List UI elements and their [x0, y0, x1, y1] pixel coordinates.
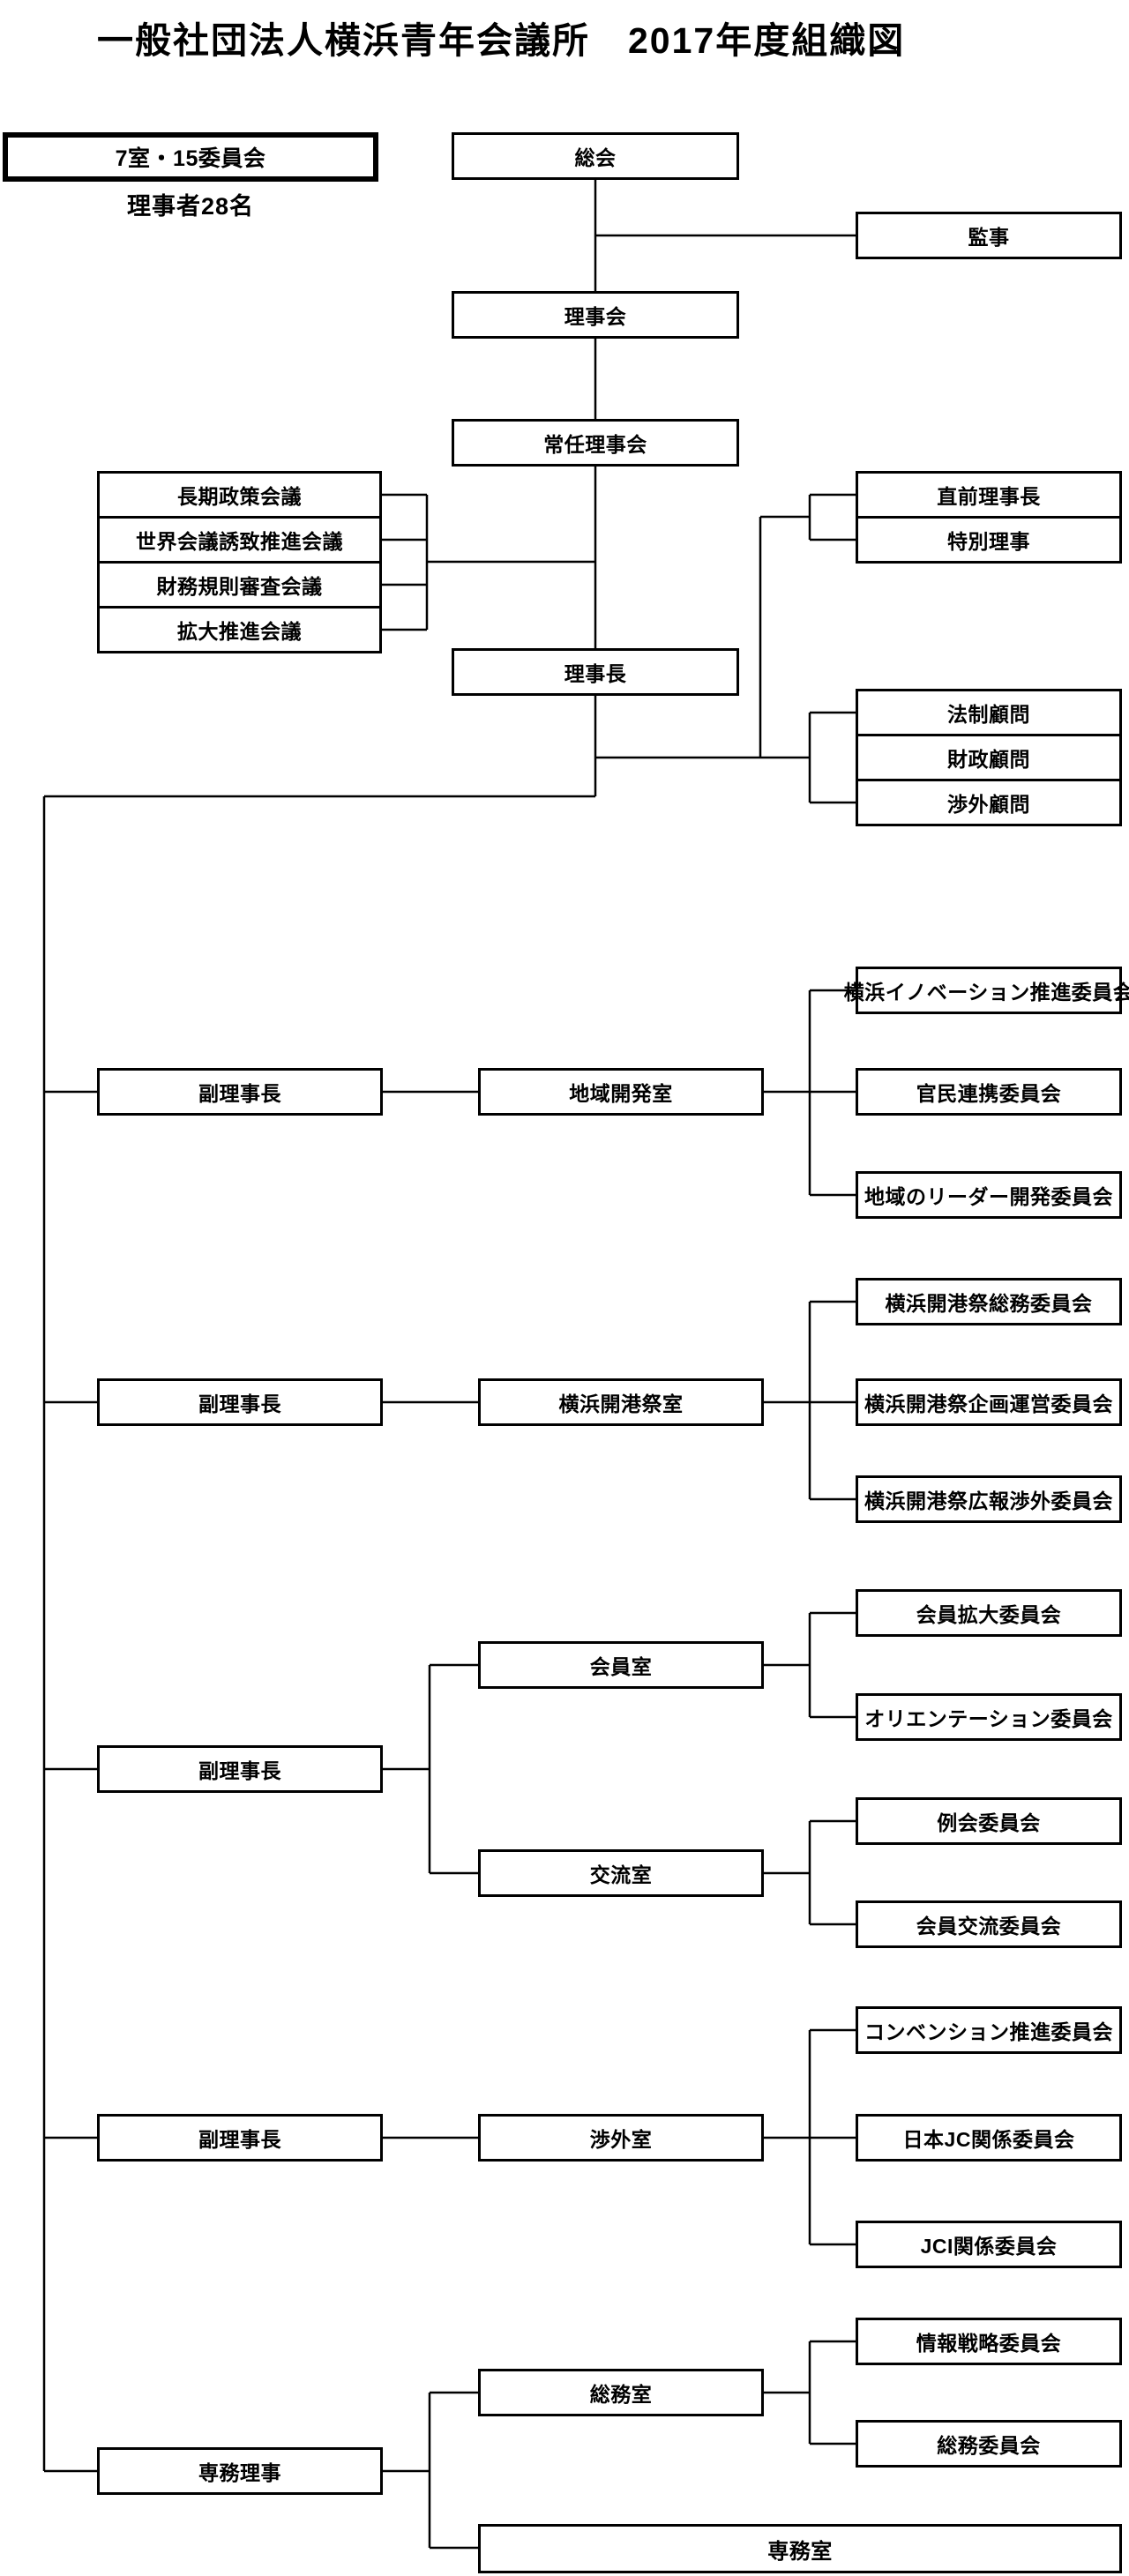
node-vice-president-3: 副理事長: [97, 1745, 383, 1793]
node-president: 理事長: [452, 648, 739, 696]
node-committee-kanmin-renkei: 官民連携委員会: [856, 1068, 1122, 1116]
summary-note: 理事者28名: [126, 193, 255, 220]
summary-box: 7室・15委員会: [3, 132, 378, 182]
node-immediate-past-president: 直前理事長: [856, 471, 1122, 519]
node-room-chiiki-kaihatsu: 地域開発室: [478, 1068, 764, 1116]
node-committee-kaikosai-kikaku: 横浜開港祭企画運営委員会: [856, 1378, 1122, 1426]
node-room-kaiin: 会員室: [478, 1641, 764, 1689]
node-advisor-0: 法制顧問: [856, 689, 1122, 736]
node-committee-orientation: オリエンテーション委員会: [856, 1693, 1122, 1741]
node-room-kaikosai: 横浜開港祭室: [478, 1378, 764, 1426]
node-vice-president-4: 副理事長: [97, 2114, 383, 2162]
node-committee-jci: JCI関係委員会: [856, 2221, 1122, 2268]
node-conference-0: 長期政策会議: [97, 471, 382, 519]
node-advisor-2: 渉外顧問: [856, 779, 1122, 826]
node-advisor-1: 財政顧問: [856, 734, 1122, 781]
node-committee-nihon-jc: 日本JC関係委員会: [856, 2114, 1122, 2162]
node-room-koryu: 交流室: [478, 1849, 764, 1897]
node-committee-somu: 総務委員会: [856, 2420, 1122, 2468]
node-committee-innovation: 横浜イノベーション推進委員会: [844, 967, 1129, 1014]
node-room-somu: 総務室: [478, 2369, 764, 2416]
node-committee-kaiin-koryu: 会員交流委員会: [856, 1900, 1122, 1948]
node-room-senmu: 専務室: [478, 2524, 1122, 2573]
node-committee-reikai: 例会委員会: [856, 1797, 1122, 1845]
node-committee-chiiki-leader: 地域のリーダー開発委員会: [856, 1171, 1122, 1219]
node-board-of-directors: 理事会: [452, 291, 739, 339]
node-standing-board: 常任理事会: [452, 419, 739, 467]
node-vice-president-1: 副理事長: [97, 1068, 383, 1116]
node-general-assembly: 総会: [452, 132, 739, 180]
node-room-shogai: 渉外室: [478, 2114, 764, 2162]
node-committee-kaiin-kakudai: 会員拡大委員会: [856, 1589, 1122, 1637]
node-executive-director: 専務理事: [97, 2447, 383, 2495]
node-conference-1: 世界会議誘致推進会議: [97, 516, 382, 564]
node-auditor: 監事: [856, 212, 1122, 259]
node-conference-2: 財務規則審査会議: [97, 561, 382, 609]
node-committee-kaikosai-koho: 横浜開港祭広報渉外委員会: [856, 1475, 1122, 1523]
node-committee-joho-senryaku: 情報戦略委員会: [856, 2318, 1122, 2365]
node-special-director: 特別理事: [856, 516, 1122, 564]
node-vice-president-2: 副理事長: [97, 1378, 383, 1426]
node-conference-3: 拡大推進会議: [97, 606, 382, 653]
node-committee-kaikosai-somu: 横浜開港祭総務委員会: [856, 1278, 1122, 1325]
page-title: 一般社団法人横浜青年会議所 2017年度組織図: [97, 20, 906, 61]
node-committee-convention: コンベンション推進委員会: [856, 2006, 1122, 2054]
